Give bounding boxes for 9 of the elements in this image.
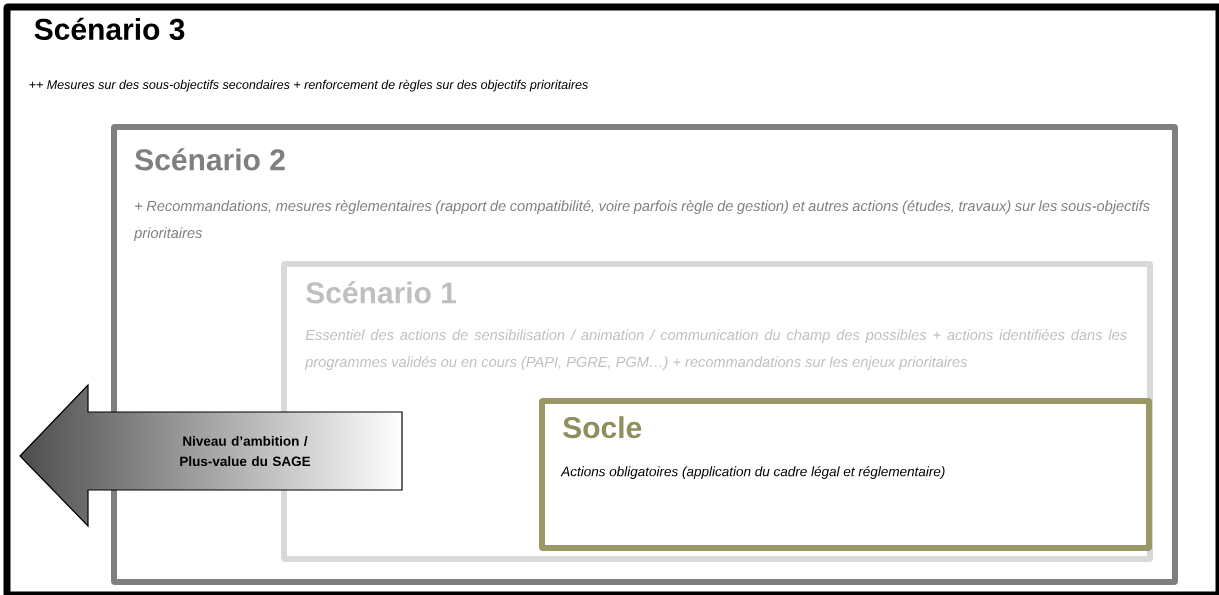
scenario-description: Actions obligatoires (application du cadre légal et réglementaire) — [560, 466, 945, 479]
scenario-box — [539, 398, 1152, 551]
scenario-title: Scénario 2 — [135, 148, 285, 171]
scenario-description: ++ Mesures sur des sous-objectifs secondaires + renforcement de règles sur des objectifs prioritaires — [29, 79, 588, 92]
scenario-title: Scénario 1 — [306, 281, 457, 304]
scenario-title: Socle — [563, 416, 642, 439]
scenario-title: Scénario 3 — [34, 17, 185, 41]
scenario-description: Essentiel des actions de sensibilisation / animation / communication du champ des possibles + actions identifiées dans les programmes validés ou en cours (PAPI, PGRE, PGM…) + recommandations sur les enjeux prioritaires — [304, 329, 1127, 370]
scenario-description: + Recommandations, mesures règlementaires (rapport de compatibilité, voire parfois règle de gestion) et autres actions (études, travaux) sur les sous-objectifs prioritaires — [133, 200, 1150, 241]
